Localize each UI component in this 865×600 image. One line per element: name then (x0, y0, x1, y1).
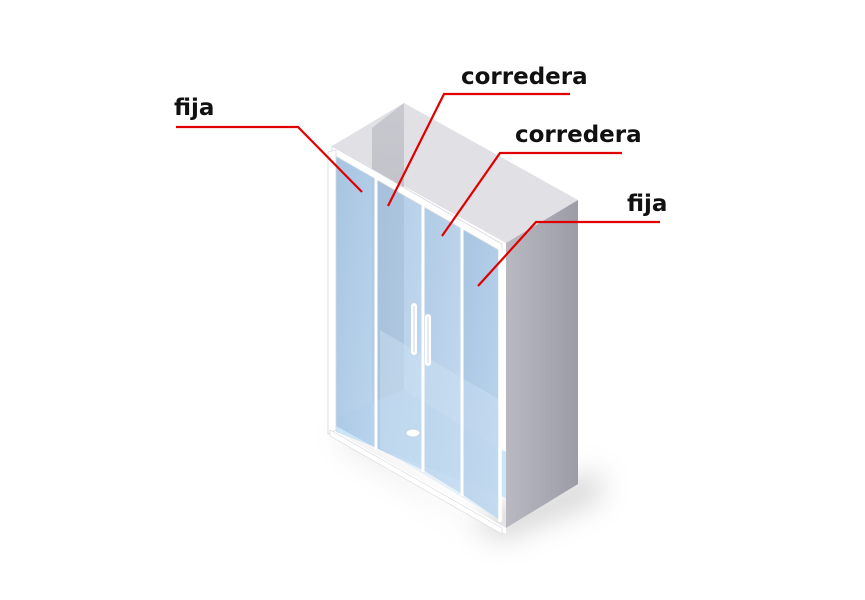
callout-sliding-left: corredera (387, 64, 588, 207)
glass-panels (336, 152, 500, 520)
frame-profiles (327, 145, 503, 535)
label-fixed-left: fija (174, 95, 214, 121)
floor-shadow (340, 430, 600, 540)
panel-fixed-right (462, 226, 500, 520)
panel-fixed-left (336, 152, 376, 448)
callout-line-fixed-right (477, 220, 660, 287)
left-profile (327, 149, 337, 435)
glass-reflection (380, 330, 500, 520)
drain-icon (405, 428, 421, 438)
right-side-wall (506, 200, 578, 528)
panel-sliding-left (376, 175, 423, 470)
label-sliding-right: corredera (515, 122, 642, 148)
callout-line-sliding-right (441, 151, 622, 237)
label-sliding-left: corredera (461, 64, 588, 90)
label-fixed-right: fija (627, 191, 667, 217)
callout-fixed-right: fija (477, 191, 667, 287)
bottom-rail (329, 429, 503, 535)
panel-sliding-right (423, 203, 462, 494)
callout-fixed-left: fija (174, 95, 363, 193)
callout-line-sliding-left (387, 92, 570, 207)
door-handles (411, 303, 431, 366)
callout-line-fixed-left (176, 125, 363, 193)
callout-sliding-right: corredera (441, 122, 642, 237)
